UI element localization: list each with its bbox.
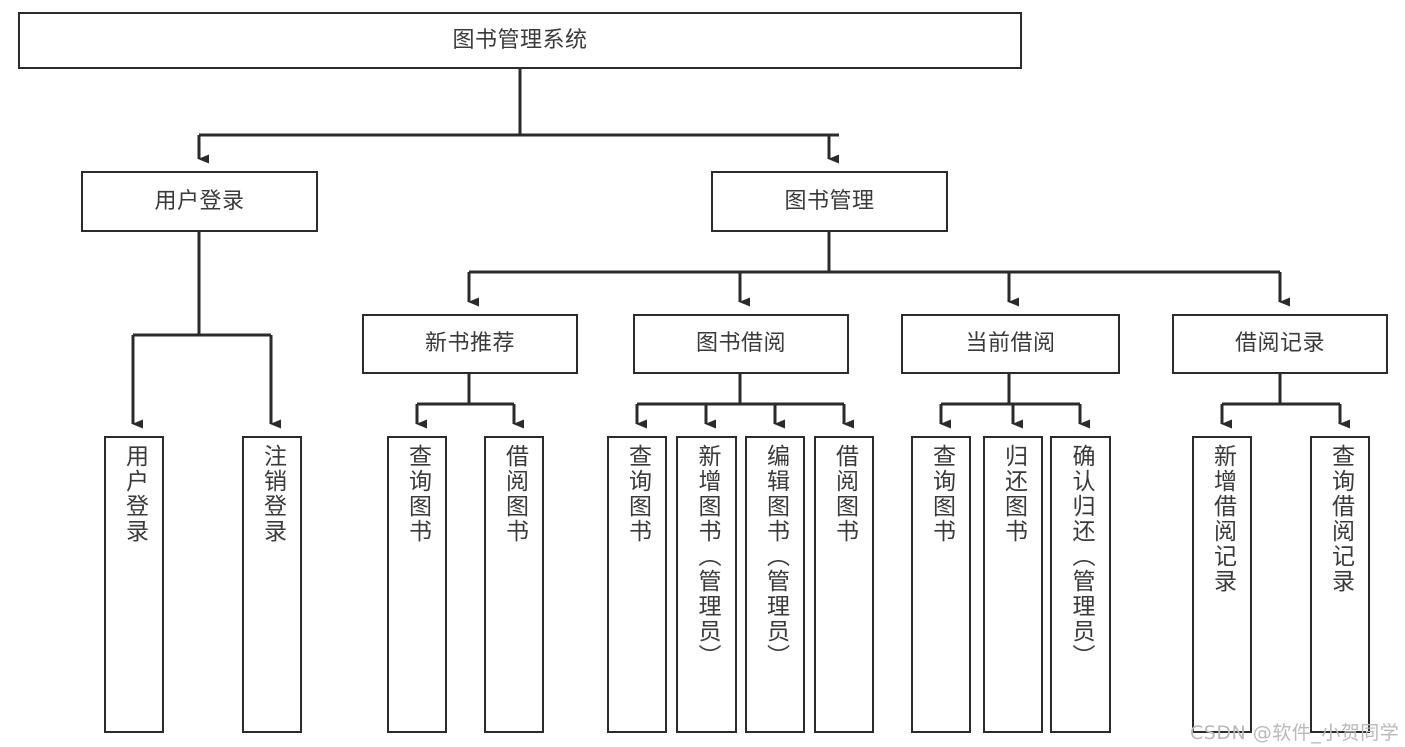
node-label: 查询借阅记录 bbox=[1327, 444, 1354, 594]
edges-borrow-to-leaves bbox=[635, 374, 854, 429]
leaf-query-book-borrow[interactable]: 查询图书 bbox=[607, 436, 667, 733]
node-label: 查询图书 bbox=[624, 444, 651, 544]
leaf-edit-book-admin[interactable]: 编辑图书（管理员） bbox=[745, 436, 805, 733]
node-label: 图书管理 bbox=[784, 188, 875, 214]
node-label: 借阅记录 bbox=[1234, 331, 1325, 357]
node-label: 归还图书 bbox=[1000, 444, 1027, 544]
node-borrow-record[interactable]: 借阅记录 bbox=[1172, 314, 1388, 374]
node-label: 注销登录 bbox=[259, 444, 286, 544]
leaf-confirm-return-admin[interactable]: 确认归还（管理员） bbox=[1050, 436, 1111, 733]
node-label: 新增借阅记录 bbox=[1209, 444, 1236, 594]
node-label: 图书管理系统 bbox=[452, 27, 588, 53]
node-book-borrow[interactable]: 图书借阅 bbox=[633, 314, 849, 374]
node-label: 借阅图书 bbox=[501, 444, 528, 544]
leaf-user-login[interactable]: 用户登录 bbox=[104, 436, 164, 733]
node-new-book-recommend[interactable]: 新书推荐 bbox=[362, 314, 578, 374]
leaf-logout[interactable]: 注销登录 bbox=[242, 436, 302, 733]
leaf-query-book-current[interactable]: 查询图书 bbox=[911, 436, 971, 733]
node-label: 借阅图书 bbox=[831, 444, 858, 544]
leaf-borrow-book-recommend[interactable]: 借阅图书 bbox=[484, 436, 544, 733]
edges-borrow-record-to-leaves bbox=[1220, 374, 1350, 429]
edges-root-to-level2 bbox=[197, 69, 839, 164]
node-root[interactable]: 图书管理系统 bbox=[18, 12, 1022, 69]
node-label: 查询图书 bbox=[928, 444, 955, 544]
leaf-borrow-book[interactable]: 借阅图书 bbox=[814, 436, 874, 733]
leaf-query-book-recommend[interactable]: 查询图书 bbox=[387, 436, 447, 733]
node-label: 查询图书 bbox=[404, 444, 431, 544]
leaf-add-book-admin[interactable]: 新增图书（管理员） bbox=[676, 436, 737, 733]
node-user-login[interactable]: 用户登录 bbox=[81, 171, 318, 232]
node-current-borrow[interactable]: 当前借阅 bbox=[901, 314, 1120, 374]
edges-current-borrow-to-leaves bbox=[939, 374, 1090, 429]
node-label: 新增图书（管理员） bbox=[694, 444, 720, 669]
node-book-management[interactable]: 图书管理 bbox=[711, 171, 948, 232]
node-label: 当前借阅 bbox=[965, 331, 1056, 357]
node-label: 确认归还（管理员） bbox=[1068, 444, 1094, 669]
leaf-add-borrow-record[interactable]: 新增借阅记录 bbox=[1192, 436, 1252, 733]
node-label: 用户登录 bbox=[154, 188, 245, 214]
node-label: 编辑图书（管理员） bbox=[762, 444, 789, 669]
leaf-query-borrow-record[interactable]: 查询借阅记录 bbox=[1310, 436, 1370, 733]
edges-level2-to-level3 bbox=[467, 232, 1290, 307]
node-label: 图书借阅 bbox=[695, 331, 786, 357]
node-label: 新书推荐 bbox=[424, 331, 515, 357]
edges-new-book-to-leaves bbox=[415, 374, 524, 429]
leaf-return-book[interactable]: 归还图书 bbox=[983, 436, 1043, 733]
watermark: CSDN @软件_小贺同学 bbox=[1190, 722, 1400, 744]
node-label: 用户登录 bbox=[121, 444, 148, 544]
edges-user-login-to-leaves bbox=[131, 232, 281, 429]
